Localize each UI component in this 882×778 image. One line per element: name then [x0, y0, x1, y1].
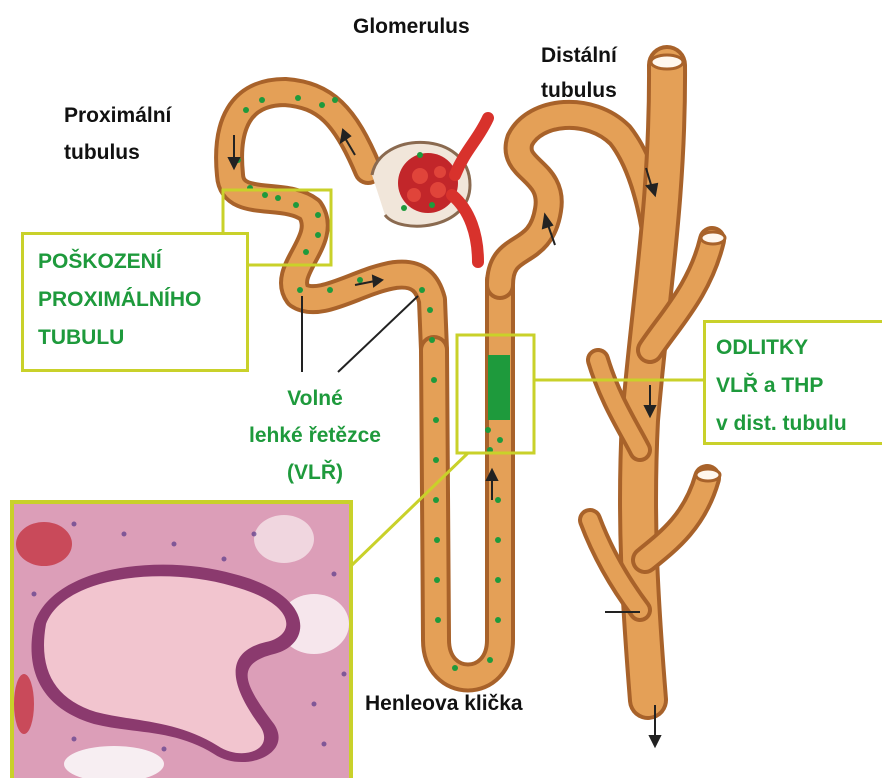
casts-line1: ODLITKY	[716, 329, 882, 367]
vlr-label-line1: Volné	[225, 380, 405, 417]
casts-line2: VLŘ a THP	[716, 367, 882, 405]
damage-line2: PROXIMÁLNÍHO	[38, 281, 246, 319]
henle-loop-label: Henleova klička	[365, 690, 523, 718]
histology-image	[10, 500, 353, 778]
casts-callout: ODLITKY VLŘ a THP v dist. tubulu	[703, 320, 882, 445]
glomerulus-label: Glomerulus	[353, 13, 470, 41]
proximal-damage-callout: POŠKOZENÍ PROXIMÁLNÍHO TUBULU	[21, 232, 249, 372]
proximal-label-line1: Proximální	[64, 97, 171, 134]
distal-tubule-label: Distální tubulus	[541, 38, 617, 108]
proximal-label-line2: tubulus	[64, 134, 171, 171]
damage-line3: TUBULU	[38, 319, 246, 357]
damage-line1: POŠKOZENÍ	[38, 243, 246, 281]
vlr-label-line2: lehké řetězce	[225, 417, 405, 454]
vlr-label: Volné lehké řetězce (VLŘ)	[225, 380, 405, 491]
distal-label-line2: tubulus	[541, 73, 617, 108]
distal-tubule	[500, 115, 655, 285]
glomerulus-icon	[372, 118, 488, 262]
light-chain-cast	[488, 355, 510, 420]
casts-line3: v dist. tubulu	[716, 405, 882, 443]
vlr-label-line3: (VLŘ)	[225, 454, 405, 491]
distal-label-line1: Distální	[541, 38, 617, 73]
proximal-tubule-label: Proximální tubulus	[64, 97, 171, 171]
